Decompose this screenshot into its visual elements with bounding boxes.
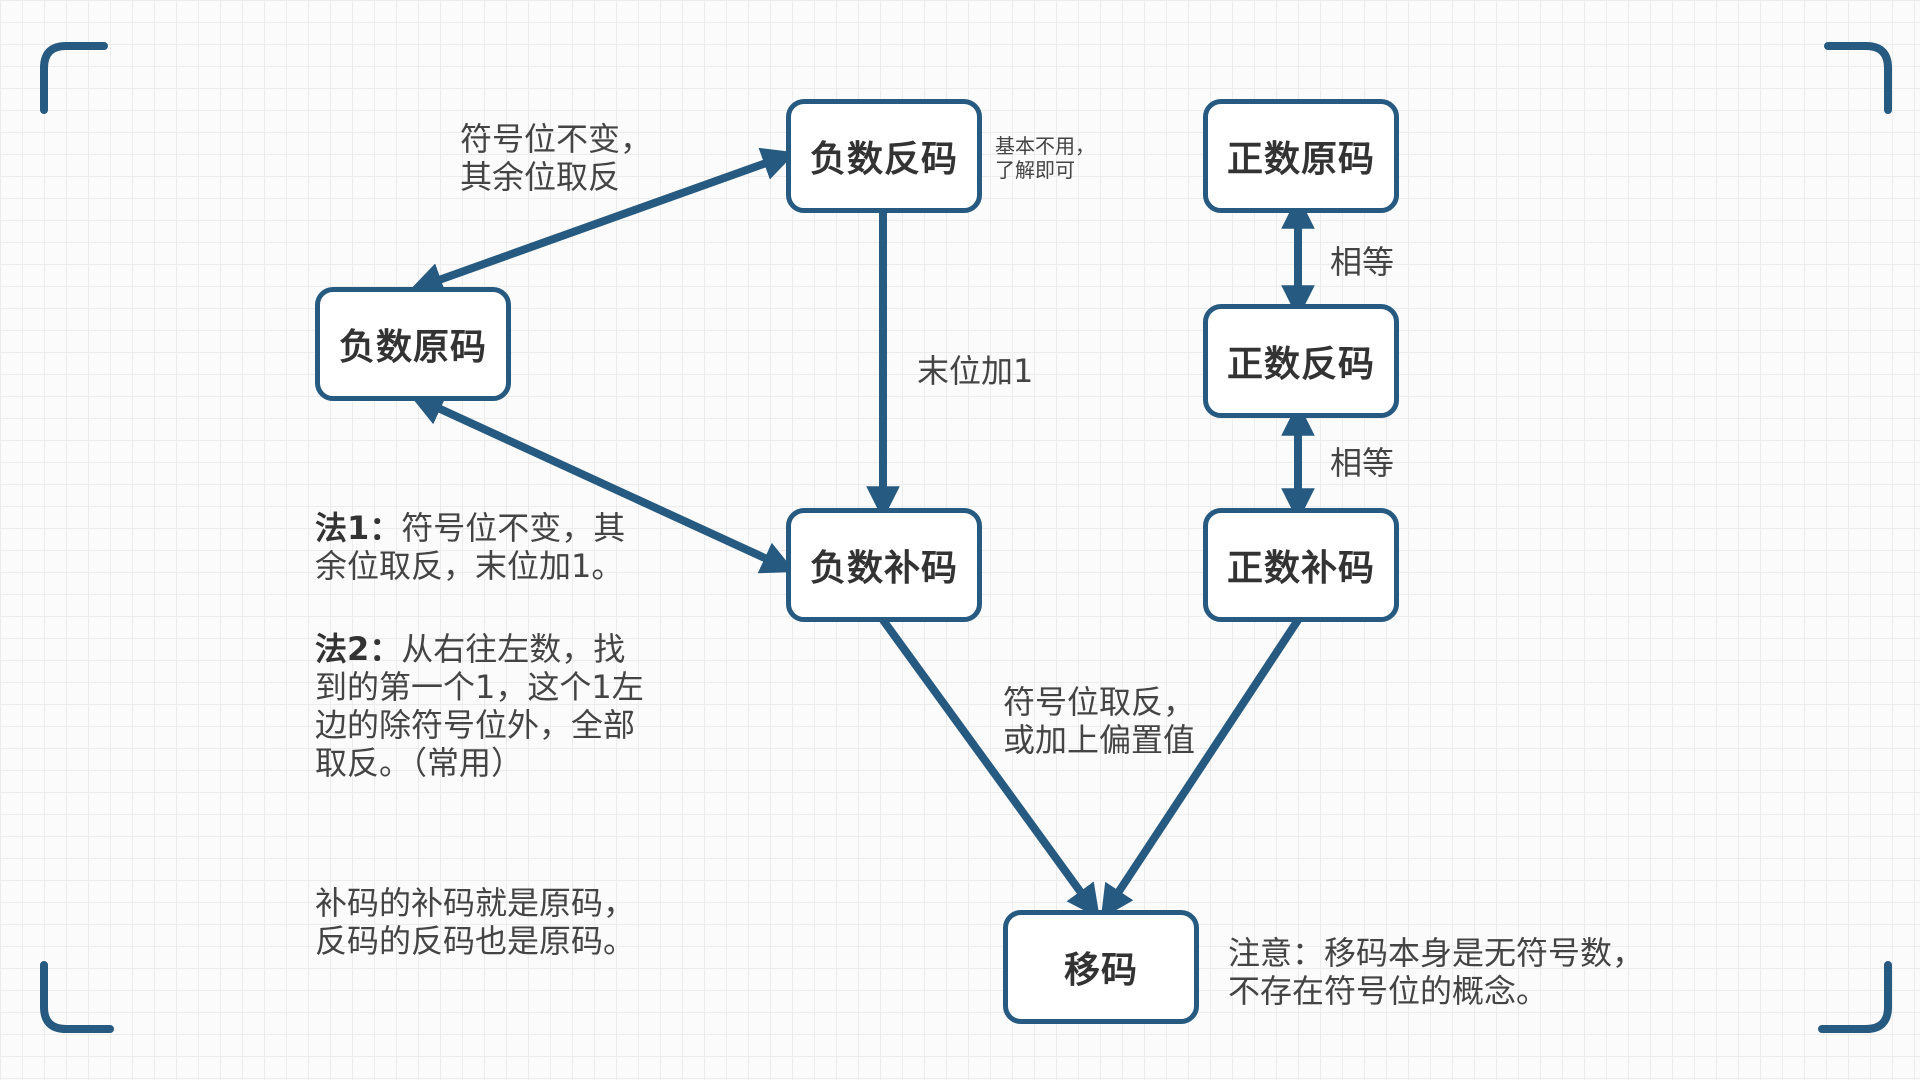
edge-neg-sign-neg-ones bbox=[409, 147, 796, 296]
note-method-1-head: 法1： bbox=[315, 509, 402, 547]
label-equal-upper: 相等 bbox=[1330, 243, 1395, 281]
node-negative-twos-complement: 负数补码 bbox=[786, 508, 982, 622]
edge-pos-twos-biased bbox=[1100, 617, 1302, 920]
note-method-2-line-3: 边的除符号位外，全部 bbox=[315, 706, 636, 744]
node-positive-ones-complement: 正数反码 bbox=[1203, 304, 1399, 418]
edge-neg-twos-biased bbox=[879, 617, 1100, 919]
frame-corner-bottom-right bbox=[1818, 961, 1892, 1033]
frame-corner-top-left bbox=[40, 42, 108, 114]
label-to-biased-line-1: 符号位取反， bbox=[1003, 683, 1196, 721]
note-method-2-line-1: 从右往左数，找 bbox=[401, 630, 626, 668]
edges bbox=[409, 147, 1315, 920]
note-biased-line-1: 注意：移码本身是无符号数， bbox=[1228, 934, 1645, 972]
frame-corner-top-right bbox=[1824, 42, 1892, 114]
frame-corners bbox=[40, 42, 1892, 1033]
note-method-2-line-2: 到的第一个1，这个1左 bbox=[315, 668, 644, 706]
note-biased-unsigned: 注意：移码本身是无符号数， 不存在符号位的概念。 bbox=[1228, 934, 1644, 1010]
label-ones-usage-note-line-2: 了解即可 bbox=[995, 158, 1075, 182]
node-negative-sign-magnitude: 负数原码 bbox=[315, 287, 511, 401]
node-negative-ones-complement: 负数反码 bbox=[786, 99, 982, 213]
note-complement-line-1: 补码的补码就是原码， bbox=[315, 884, 636, 922]
node-positive-sign-magnitude: 正数原码 bbox=[1203, 99, 1399, 213]
label-ones-usage-note: 基本不用， 了解即可 bbox=[995, 134, 1095, 182]
frame-corner-bottom-left bbox=[40, 961, 114, 1033]
note-method-1: 法1：符号位不变，其 余位取反，末位加1。 bbox=[315, 509, 625, 585]
label-sign-to-ones: 符号位不变， 其余位取反 bbox=[460, 120, 652, 196]
label-sign-to-ones-line-2: 其余位取反 bbox=[460, 158, 621, 196]
note-complement-of-complement: 补码的补码就是原码， 反码的反码也是原码。 bbox=[315, 884, 635, 960]
label-to-biased-line-2: 或加上偏置值 bbox=[1003, 721, 1196, 759]
note-method-1-line-2: 余位取反，末位加1。 bbox=[315, 547, 624, 585]
node-biased-code: 移码 bbox=[1003, 910, 1199, 1024]
edge-neg-sign-neg-twos bbox=[409, 393, 796, 574]
note-method-2: 法2：从右往左数，找 到的第一个1，这个1左 边的除符号位外，全部 取反。（常用… bbox=[315, 630, 644, 782]
label-to-biased: 符号位取反， 或加上偏置值 bbox=[1003, 683, 1195, 759]
note-method-2-line-4: 取反。（常用） bbox=[315, 744, 524, 782]
note-method-1-line-1: 符号位不变，其 bbox=[401, 509, 626, 547]
note-biased-line-2: 不存在符号位的概念。 bbox=[1228, 972, 1549, 1010]
node-positive-twos-complement: 正数补码 bbox=[1203, 508, 1399, 622]
note-method-2-head: 法2： bbox=[315, 630, 402, 668]
label-equal-lower: 相等 bbox=[1330, 444, 1395, 482]
note-complement-line-2: 反码的反码也是原码。 bbox=[315, 922, 636, 960]
label-ones-usage-note-line-1: 基本不用， bbox=[995, 134, 1095, 158]
label-add-one: 末位加1 bbox=[917, 352, 1034, 390]
label-sign-to-ones-line-1: 符号位不变， bbox=[460, 120, 653, 158]
